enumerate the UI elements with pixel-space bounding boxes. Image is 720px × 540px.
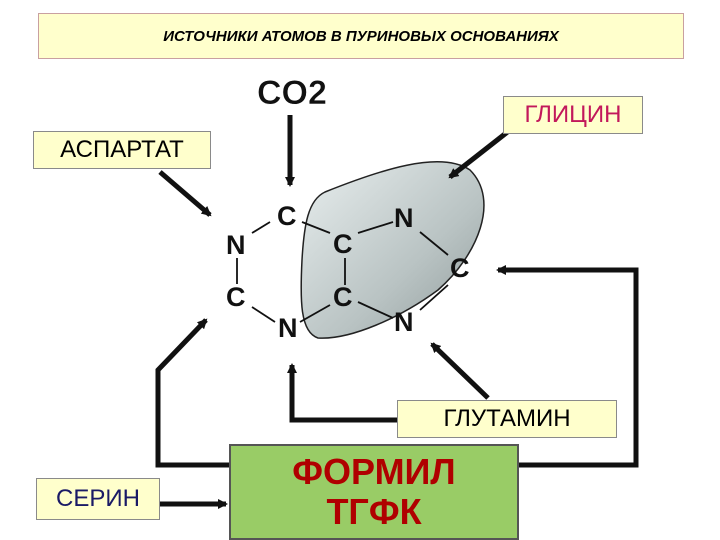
arrows bbox=[155, 115, 639, 509]
aspartat-label: АСПАРТАТ bbox=[33, 131, 211, 169]
glutamin-label: ГЛУТАМИН bbox=[397, 400, 617, 438]
formyl-line1: ФОРМИЛ bbox=[292, 451, 456, 493]
atom-n-right-top: N bbox=[394, 203, 414, 233]
formyl-line2: ТГФК bbox=[326, 491, 422, 532]
formyl-loop-arrow-left bbox=[155, 318, 229, 468]
glycin-arrow bbox=[448, 128, 512, 179]
glutamin-arrow bbox=[430, 342, 490, 400]
glutamin-loop-arrow bbox=[287, 363, 397, 423]
glycin-label: ГЛИЦИН bbox=[503, 96, 643, 134]
co2-label: CO2 bbox=[257, 74, 327, 112]
formyl-thfa-box: ФОРМИЛ ТГФК bbox=[229, 444, 519, 540]
ring-bonds bbox=[236, 221, 449, 323]
serin-label: СЕРИН bbox=[36, 478, 160, 520]
atom-c-right: C bbox=[450, 253, 470, 283]
ring-atoms: C N C N C C N C N bbox=[226, 201, 470, 343]
atom-n-right-bottom: N bbox=[394, 307, 414, 337]
atom-c-center-top: C bbox=[333, 229, 353, 259]
formyl-loop-arrow-right bbox=[496, 265, 639, 468]
atom-n-left: N bbox=[226, 230, 246, 260]
glycin-region bbox=[300, 161, 485, 339]
atom-c-center-bottom: C bbox=[333, 282, 353, 312]
atom-c-left: C bbox=[226, 282, 246, 312]
diagram-title: ИСТОЧНИКИ АТОМОВ В ПУРИНОВЫХ ОСНОВАНИЯХ bbox=[38, 13, 684, 59]
aspartat-arrow bbox=[158, 170, 212, 217]
atom-n-bottom: N bbox=[278, 313, 298, 343]
atom-c-top: C bbox=[277, 201, 297, 231]
